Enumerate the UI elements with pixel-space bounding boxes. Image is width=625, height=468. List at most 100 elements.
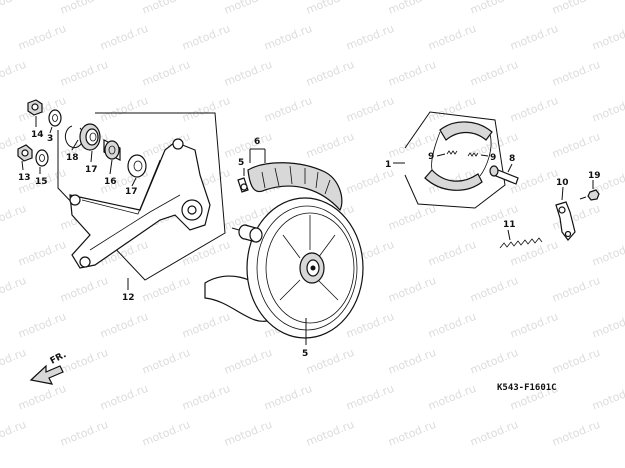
callout-5-wheel: 5: [302, 349, 308, 359]
callout-15: 15: [35, 177, 48, 187]
callout-labels: 14 3 13 15 18 17 16 17 12 6 5 5 1 9 9 8 …: [18, 130, 601, 359]
watermark-text: motod.ru: [262, 382, 314, 413]
watermark-text: motod.ru: [58, 346, 110, 377]
watermark-text: motod.ru: [426, 22, 478, 53]
watermark-text: motod.ru: [222, 58, 274, 89]
watermark-text: motod.ru: [140, 346, 192, 377]
watermark-text: motod.ru: [180, 310, 232, 341]
collar-16: [103, 139, 121, 161]
callout-16: 16: [104, 177, 117, 187]
watermark-text: motod.ru: [468, 418, 520, 449]
washer-15: [35, 149, 49, 167]
watermark-text: motod.ru: [468, 274, 520, 305]
callout-12: 12: [122, 293, 135, 303]
brake-cam-8: [489, 165, 519, 185]
brake-arm-10: [555, 201, 576, 241]
callout-5-valve: 5: [238, 158, 244, 168]
watermark-text: motod.ru: [344, 382, 396, 413]
brake-shoe-upper: [439, 121, 493, 141]
watermark-text: motod.ru: [98, 382, 150, 413]
callout-6: 6: [254, 137, 260, 147]
watermark-text: motod.ru: [386, 418, 438, 449]
swing-arm: [69, 141, 211, 269]
nut-14: [27, 99, 43, 116]
watermark-text: motod.ru: [0, 202, 28, 233]
watermark-text: motod.ru: [304, 58, 356, 89]
leader-lines: [21, 116, 594, 345]
watermark-text: motod.ru: [58, 0, 110, 17]
watermark-text: motod.ru: [222, 346, 274, 377]
callout-13: 13: [18, 173, 31, 183]
callout-3: 3: [47, 134, 53, 144]
watermark-text: motod.ru: [222, 130, 274, 161]
watermark-text: motod.ru: [426, 94, 478, 125]
bearing-17-left: [79, 123, 101, 151]
callout-9-left: 9: [428, 152, 434, 162]
tire-6: [247, 162, 343, 212]
watermark-text: motod.ru: [386, 274, 438, 305]
swing-arm-box: [57, 112, 226, 281]
callout-1: 1: [385, 160, 391, 170]
watermark-text: motod.ru: [98, 310, 150, 341]
watermark-text: motod.ru: [262, 22, 314, 53]
watermark-text: motod.ru: [344, 310, 396, 341]
watermark-text: motod.ru: [304, 346, 356, 377]
brake-shoe-box: [404, 111, 506, 209]
watermark-text: motod.ru: [58, 418, 110, 449]
watermark-text: motod.ru: [180, 94, 232, 125]
watermark-text: motod.ru: [468, 58, 520, 89]
watermark-text: motod.ru: [590, 22, 625, 53]
watermark-text: motod.ru: [386, 58, 438, 89]
watermark-text: motod.ru: [590, 94, 625, 125]
swing-arm-mount-hole: [69, 194, 81, 206]
arrow-left-icon: [29, 364, 64, 385]
watermark-text: motod.ru: [426, 382, 478, 413]
watermark-text: motod.ru: [58, 274, 110, 305]
callout-10: 10: [556, 178, 569, 188]
watermark-text: motod.ru: [550, 130, 602, 161]
watermark-text: motod.ru: [222, 418, 274, 449]
watermark-text: motod.ru: [98, 94, 150, 125]
watermark-text: motod.ru: [550, 58, 602, 89]
callout-8: 8: [509, 154, 515, 164]
rear-wheel: [246, 197, 364, 339]
watermark-text: motod.ru: [16, 22, 68, 53]
watermark-text: motod.ru: [344, 22, 396, 53]
watermark-text: motod.ru: [222, 0, 274, 17]
watermark-text: motod.ru: [550, 346, 602, 377]
brake-shoe-lower: [424, 169, 483, 191]
watermark-text: motod.ru: [180, 238, 232, 269]
watermark-text: motod.ru: [426, 310, 478, 341]
watermark-text: motod.ru: [590, 382, 625, 413]
watermark-text: motod.ru: [0, 58, 28, 89]
spring-9-left: [446, 150, 458, 155]
watermark-text: motod.ru: [0, 418, 28, 449]
watermark-text: motod.ru: [550, 274, 602, 305]
watermark-text: motod.ru: [386, 346, 438, 377]
diagram-code: K543-F1601C: [497, 383, 557, 393]
watermark-text: motod.ru: [58, 58, 110, 89]
watermark-text: motod.ru: [590, 310, 625, 341]
callout-19: 19: [588, 171, 601, 181]
watermark-text: motod.ru: [0, 0, 28, 17]
callout-11: 11: [503, 220, 516, 230]
watermark-text: motod.ru: [140, 418, 192, 449]
watermark-text: motod.ru: [508, 238, 560, 269]
watermark-text: motod.ru: [98, 22, 150, 53]
watermark-text: motod.ru: [180, 382, 232, 413]
watermark-text: motod.ru: [344, 166, 396, 197]
watermark-text: motod.ru: [140, 58, 192, 89]
watermark-text: motod.ru: [304, 0, 356, 17]
bearing-17-right: [127, 154, 147, 178]
watermark-text: motod.ru: [344, 94, 396, 125]
callout-9-right: 9: [490, 153, 496, 163]
nut-13: [17, 144, 33, 162]
spring-11: [499, 237, 543, 249]
watermark-text: motod.ru: [0, 274, 28, 305]
collar-5: [238, 224, 263, 243]
watermark-text: motod.ru: [386, 0, 438, 17]
bolt-19: [579, 189, 600, 201]
watermark-text: motod.ru: [304, 418, 356, 449]
spring-9-right: [467, 152, 479, 157]
watermark-text: motod.ru: [468, 0, 520, 17]
